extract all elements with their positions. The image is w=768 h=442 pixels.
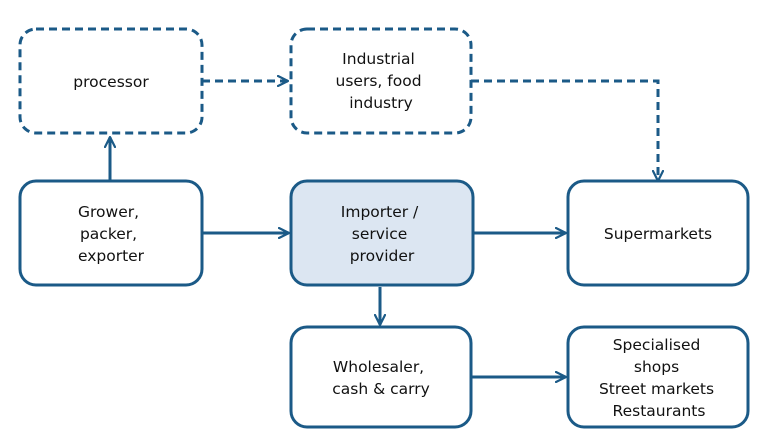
importer-label-line-3: provider bbox=[350, 247, 415, 265]
specialised-label-line-2: shops bbox=[634, 358, 679, 376]
importer-label-line-1: Importer / bbox=[341, 203, 419, 221]
svg-text:Specialised shops: Specialised shops Street markets Restaur… bbox=[599, 336, 719, 420]
industrial-label-line-2: users, food bbox=[336, 72, 422, 90]
processor-label-line-1: processor bbox=[73, 73, 149, 91]
svg-text:Supermarkets: Supermarkets bbox=[604, 225, 712, 243]
grower-label-line-1: Grower, bbox=[78, 203, 139, 221]
node-importer: Importer / service provider bbox=[289, 179, 475, 287]
wholesaler-label-line-1: Wholesaler, bbox=[333, 358, 424, 376]
node-supermarkets: Supermarkets bbox=[566, 179, 750, 287]
svg-text:Importer / service: Importer / service provider bbox=[341, 203, 423, 265]
grower-label-line-2: packer, bbox=[80, 225, 137, 243]
specialised-label-line-3: Street markets bbox=[599, 380, 714, 398]
importer-label-line-2: service bbox=[352, 225, 408, 243]
wholesaler-label-line-2: cash & carry bbox=[332, 380, 430, 398]
svg-text:Grower, packer, ex: Grower, packer, exporter bbox=[78, 203, 145, 265]
svg-text:Industrial users, food: Industrial users, food industry bbox=[336, 50, 427, 112]
grower-label-line-3: exporter bbox=[78, 247, 145, 265]
industrial-label-line-1: Industrial bbox=[342, 50, 415, 68]
node-wholesaler: Wholesaler, cash & carry bbox=[289, 325, 473, 429]
node-industrial-users: Industrial users, food industry bbox=[289, 27, 473, 135]
industrial-label-line-3: industry bbox=[349, 94, 413, 112]
svg-text:Wholesaler, cash & carry: Wholesaler, cash & carry bbox=[332, 358, 430, 398]
node-specialised: Specialised shops Street markets Restaur… bbox=[566, 325, 750, 429]
node-grower: Grower, packer, exporter bbox=[18, 179, 204, 287]
supermarkets-label-line-1: Supermarkets bbox=[604, 225, 712, 243]
specialised-label-line-4: Restaurants bbox=[613, 402, 706, 420]
specialised-label-line-1: Specialised bbox=[613, 336, 701, 354]
node-processor: processor bbox=[18, 27, 204, 135]
edge-industrial-to-supermarkets bbox=[471, 79, 658, 181]
svg-text:processor: processor bbox=[73, 73, 149, 91]
edges-layer bbox=[110, 81, 658, 377]
